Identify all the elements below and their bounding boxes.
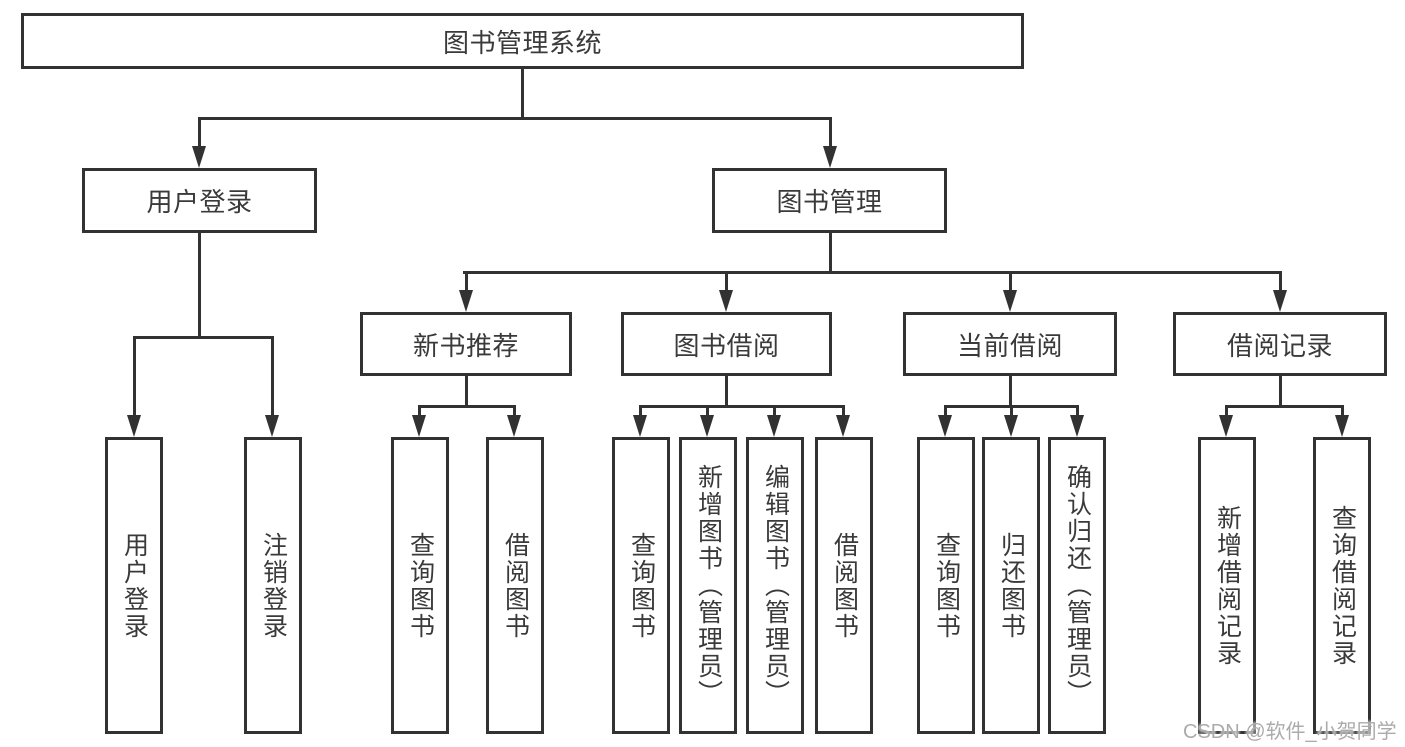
node-label: 当前借阅 (956, 330, 1063, 361)
arrowhead-down-icon (1273, 290, 1287, 312)
node-book-borrowing: 图书借阅 (621, 312, 832, 376)
node-label: 图书借阅 (673, 330, 780, 361)
connector-records-bar (1224, 404, 1343, 408)
connector-level2-bar (462, 270, 1281, 274)
arrowhead-down-icon (767, 415, 781, 437)
node-label: 查询图书 (932, 531, 961, 640)
arrowhead-down-icon (1004, 415, 1018, 437)
node-library-management-system: 图书管理系统 (21, 13, 1024, 69)
node-label: 图书管理 (776, 187, 883, 217)
arrowhead-down-icon (265, 415, 279, 437)
node-user-login: 用户登录 (82, 168, 317, 233)
node-label: 查询借阅记录 (1328, 504, 1357, 667)
node-current-borrowing: 当前借阅 (903, 312, 1117, 376)
node-label: 归还图书 (997, 531, 1026, 640)
connector-shaft (828, 117, 832, 150)
node-new-book-recommendation: 新书推荐 (360, 312, 572, 376)
leaf-borrow-books: 借阅图书 (815, 437, 873, 734)
csdn-watermark: CSDN @软件_小贺同学 (1183, 721, 1397, 743)
leaf-add-borrow-record: 新增借阅记录 (1198, 437, 1256, 734)
node-label: 用户登录 (120, 531, 149, 640)
connector-shaft (1076, 405, 1079, 419)
connector-shaft (464, 271, 468, 292)
leaf-query-borrow-record: 查询借阅记录 (1313, 437, 1371, 734)
leaf-user-login: 用户登录 (105, 437, 163, 734)
node-label: 查询图书 (406, 531, 435, 640)
connector-shaft (197, 117, 201, 150)
connector-bookborrow-bar (638, 404, 845, 408)
arrowhead-down-icon (1219, 415, 1233, 437)
arrowhead-down-icon (1070, 415, 1084, 437)
arrowhead-down-icon (700, 415, 714, 437)
connector-root-stem (520, 69, 524, 118)
connector-shaft (1278, 271, 1282, 292)
arrowhead-down-icon (719, 290, 733, 312)
connector-shaft (639, 405, 642, 419)
node-label: 新增图书（管理员） (694, 464, 723, 707)
connector-shaft (418, 405, 421, 419)
connector-shaft (513, 405, 516, 419)
leaf-return-books: 归还图书 (982, 437, 1040, 734)
connector-newbook-stem (464, 376, 468, 407)
node-label: 查询图书 (627, 531, 656, 640)
connector-shaft (1225, 405, 1228, 419)
node-label: 借阅图书 (501, 531, 530, 640)
node-label: 图书管理系统 (442, 27, 602, 58)
arrowhead-down-icon (1335, 415, 1349, 437)
connector-bookmgmt-stem (828, 233, 832, 272)
node-label: 用户登录 (146, 187, 253, 217)
node-label: 借阅图书 (830, 531, 859, 640)
leaf-logout: 注销登录 (244, 437, 302, 734)
node-label: 编辑图书（管理员） (761, 464, 790, 707)
arrowhead-down-icon (633, 415, 647, 437)
connector-shaft (1340, 405, 1344, 419)
node-label: 借阅记录 (1226, 330, 1333, 361)
connector-shaft (842, 405, 845, 419)
arrowhead-down-icon (836, 415, 850, 437)
arrowhead-down-icon (459, 290, 473, 312)
connector-level1-bar (197, 116, 832, 120)
node-label: 确认归还（管理员） (1063, 464, 1092, 707)
leaf-add-books-admin: 新增图书（管理员） (679, 437, 737, 734)
connector-userlogin-bar (132, 335, 274, 339)
arrowhead-down-icon (1003, 290, 1017, 312)
leaf-query-books-recommend: 查询图书 (391, 437, 449, 734)
leaf-confirm-return-admin: 确认归还（管理员） (1048, 437, 1106, 734)
connector-shaft (1009, 405, 1013, 419)
arrowhead-down-icon (823, 146, 837, 168)
leaf-query-books-borrowing: 查询图书 (612, 437, 670, 734)
connector-shaft (706, 405, 709, 419)
connector-shaft (1008, 271, 1012, 292)
connector-newbook-bar (417, 404, 516, 408)
connector-shaft (944, 405, 947, 419)
node-label: 注销登录 (259, 531, 288, 640)
connector-bookborrow-stem (724, 376, 728, 407)
connector-shaft (724, 271, 728, 292)
connector-records-stem (1278, 376, 1282, 407)
connector-shaft (270, 336, 274, 421)
node-label: 新书推荐 (412, 330, 519, 361)
node-book-management: 图书管理 (712, 168, 947, 233)
arrowhead-down-icon (938, 415, 952, 437)
leaf-borrow-books-recommend: 借阅图书 (486, 437, 544, 734)
leaf-edit-books-admin: 编辑图书（管理员） (746, 437, 804, 734)
node-label: 新增借阅记录 (1213, 504, 1242, 667)
arrowhead-down-icon (412, 415, 426, 437)
connector-shaft (132, 336, 136, 421)
leaf-query-books-current: 查询图书 (917, 437, 975, 734)
node-borrowing-records: 借阅记录 (1173, 312, 1387, 376)
arrowhead-down-icon (507, 415, 521, 437)
connector-currborrow-stem (1008, 376, 1012, 407)
arrowhead-down-icon (192, 146, 206, 168)
connector-shaft (773, 405, 776, 419)
connector-userlogin-stem (197, 232, 201, 337)
arrowhead-down-icon (127, 415, 141, 437)
